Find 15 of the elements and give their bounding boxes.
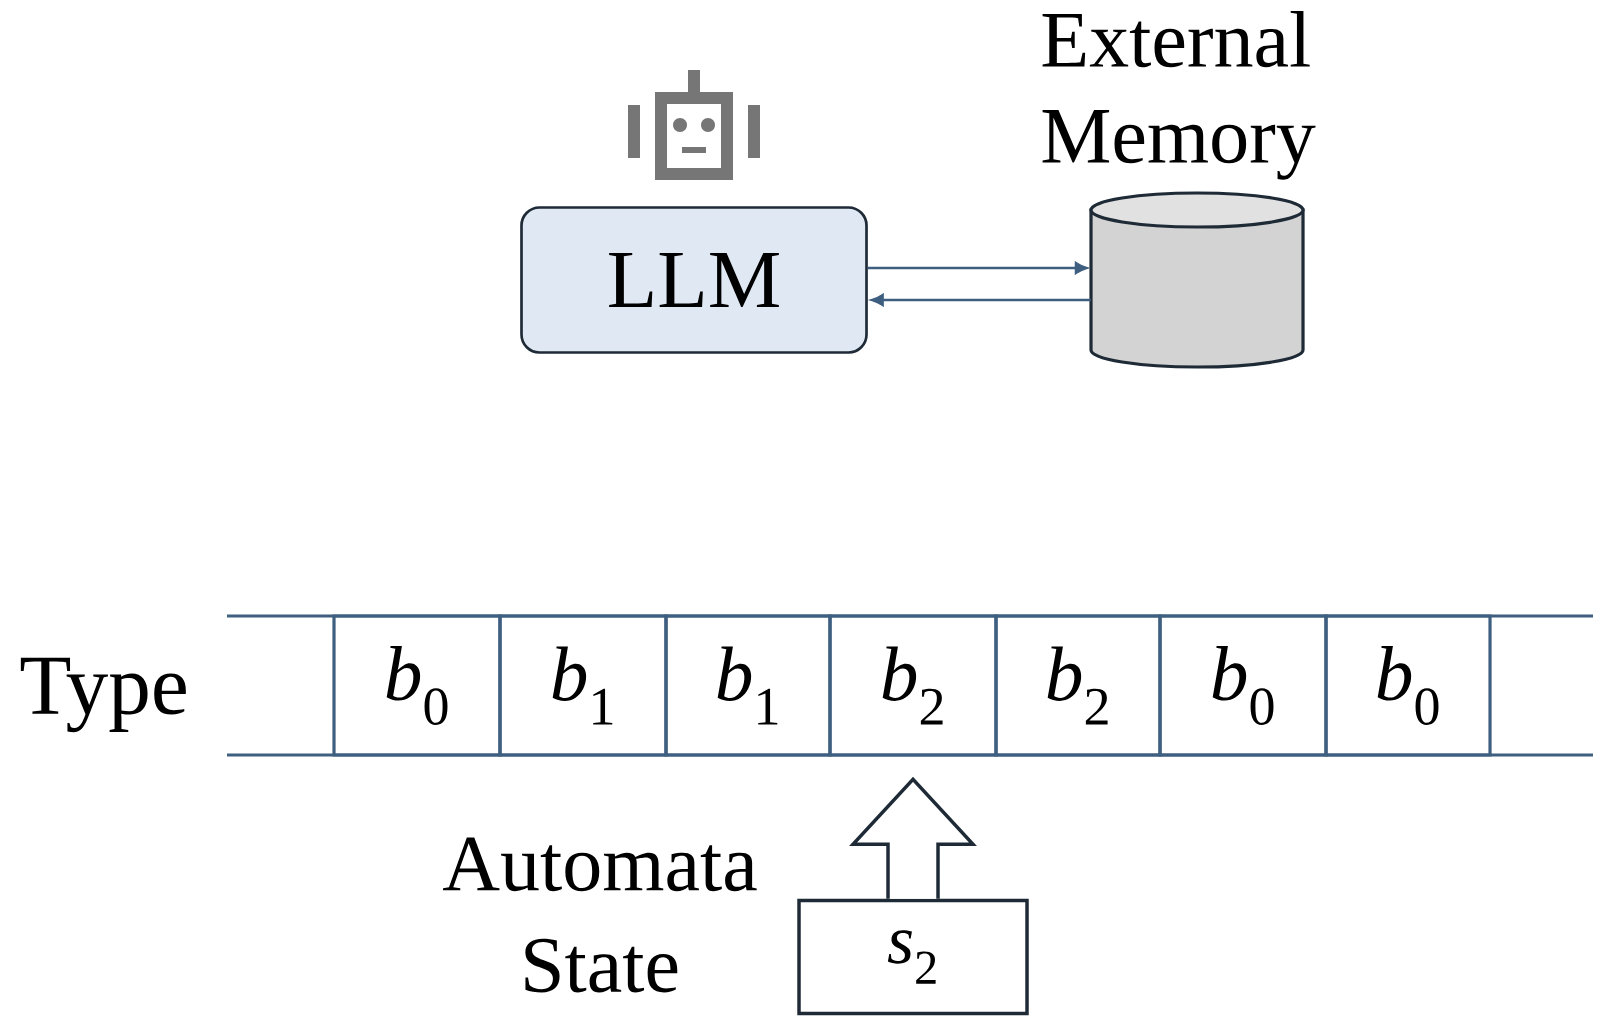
state-box: s$_{2}$ [797,898,1029,1016]
tape-cell: b$_{0}$ [1158,614,1328,757]
block-arrow [849,776,977,901]
tape-cell: b$_{1}$ [664,614,832,757]
tape-cell: b$_{0}$ [1324,614,1492,757]
tape-cell: b$_{2}$ [994,614,1162,757]
arrow [871,293,1091,307]
side-label: Type [20,657,186,733]
cylinder-label: External Memory [1042,10,1316,180]
state-label: Automata State [443,837,757,993]
arrow [867,261,1088,275]
tape-cell: b$_{1}$ [498,614,668,757]
process-box: LLM [520,206,868,354]
tape-cell: b$_{2}$ [828,614,998,757]
tape-cell: b$_{0}$ [332,614,502,757]
